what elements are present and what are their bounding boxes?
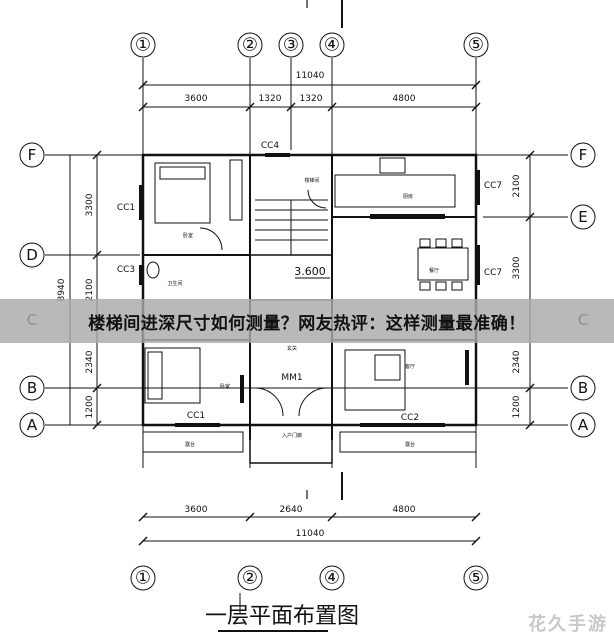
- dim-left-seg-3: 2340: [85, 350, 95, 373]
- dim-bottom-seg-3: 4800: [393, 505, 416, 515]
- grid-top-1: ①: [135, 35, 151, 56]
- grid-right-f: F: [579, 146, 588, 164]
- drawing-title-block: 一层平面布置图: [205, 598, 359, 630]
- dim-bottom-seg-2: 2640: [280, 505, 303, 515]
- grid-bottom-1: ①: [135, 568, 151, 589]
- headline-banner: 楼梯间进深尺寸如何测量？网友热评：这样测量最准确！: [0, 299, 614, 343]
- tag-cc3: CC3: [117, 265, 135, 275]
- grid-bottom-4: ④: [324, 568, 340, 589]
- dim-bottom-total: 11040: [296, 529, 325, 539]
- tag-cc2: CC2: [401, 413, 419, 423]
- grid-top-4: ④: [324, 35, 340, 56]
- room-porch: 入户门廊: [282, 432, 302, 439]
- drawing-title: 一层平面布置图: [205, 604, 360, 629]
- watermark-logo: 花久手游: [528, 614, 608, 635]
- room-stair: 楼梯间: [304, 177, 319, 184]
- room-living: 客厅: [405, 363, 415, 370]
- dim-top-seg-1: 3600: [185, 94, 208, 104]
- dim-bottom-seg-1: 3600: [185, 505, 208, 515]
- tag-cc1-bottom: CC1: [187, 411, 205, 421]
- dim-top-seg-3: 1320: [300, 94, 323, 104]
- grid-left-f: F: [28, 146, 37, 164]
- room-bedroom-2: 卧室: [220, 383, 230, 390]
- tag-mm1: MM1: [281, 373, 302, 383]
- grid-left-d: D: [26, 246, 38, 264]
- room-hall: 玄关: [287, 345, 297, 352]
- room-kitchen: 厨房: [403, 193, 413, 200]
- dim-right-seg-3: 2340: [512, 350, 522, 373]
- tag-cc7-mid: CC7: [484, 268, 502, 278]
- tag-section-bottom: I: [305, 488, 309, 502]
- dim-right-seg-1: 2100: [512, 174, 522, 197]
- dim-top-seg-2: 1320: [259, 94, 282, 104]
- grid-bottom-5: ⑤: [468, 568, 484, 589]
- grid-bottom-2: ②: [242, 568, 258, 589]
- grid-right-a: A: [578, 416, 589, 434]
- dim-top-total: 11040: [296, 71, 325, 81]
- room-dining: 餐厅: [429, 267, 439, 274]
- dim-right-seg-4: 1200: [512, 395, 522, 418]
- title-underline: [218, 630, 328, 632]
- dim-left-seg-4: 1200: [85, 395, 95, 418]
- grid-top-2: ②: [242, 35, 258, 56]
- grid-left-b: B: [27, 379, 37, 397]
- tag-cc7-top: CC7: [484, 181, 502, 191]
- dim-right-seg-2: 3300: [512, 256, 522, 279]
- dim-left-seg-1: 3300: [85, 193, 95, 216]
- room-terrace-right: 露台: [405, 441, 415, 448]
- grid-right-e: E: [578, 208, 587, 226]
- grid-left-a: A: [27, 416, 38, 434]
- dim-left-total: 8940: [57, 278, 67, 301]
- headline-text: 楼梯间进深尺寸如何测量？网友热评：这样测量最准确！: [88, 313, 526, 334]
- grid-right-b: B: [578, 379, 588, 397]
- dim-top-seg-4: 4800: [393, 94, 416, 104]
- dim-left-seg-2: 2100: [85, 278, 95, 301]
- room-terrace-left: 露台: [185, 441, 195, 448]
- tag-cc4: CC4: [261, 141, 280, 151]
- tag-elevation: 3.600: [294, 265, 326, 278]
- grid-top-3: ③: [283, 35, 299, 56]
- room-wc: 卫生间: [167, 280, 182, 287]
- grid-top-5: ⑤: [468, 35, 484, 56]
- room-bedroom-1: 卧室: [183, 232, 193, 239]
- tag-cc1-left: CC1: [117, 203, 135, 213]
- tag-section-top: I: [305, 0, 309, 11]
